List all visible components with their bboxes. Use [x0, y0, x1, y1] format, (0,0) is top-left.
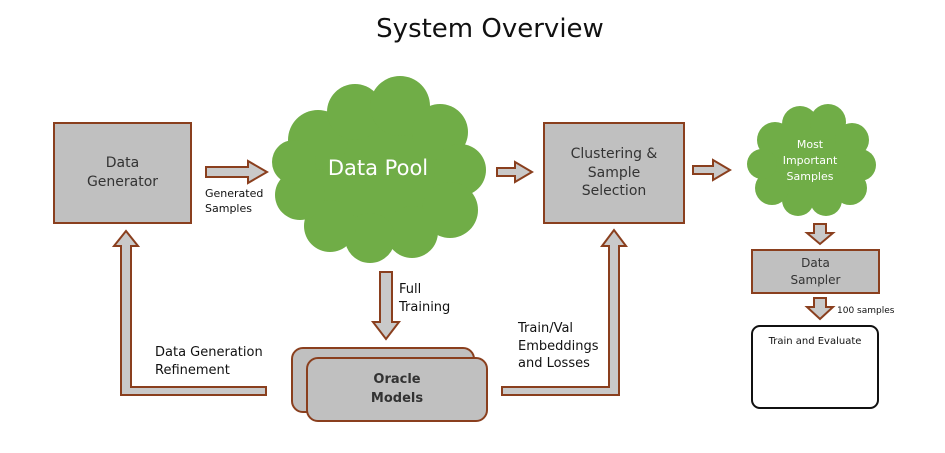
arrow-pool-to-oracle [370, 271, 402, 341]
train-evaluate-label: Train and Evaluate [768, 336, 862, 347]
train-evaluate-box: Train and Evaluate [751, 325, 879, 409]
page-title: System Overview [376, 14, 604, 44]
data-pool-cloud [272, 76, 486, 263]
most-important-cloud [747, 104, 876, 216]
data-sampler-box: Data Sampler [751, 249, 880, 294]
hundred-samples-label: 100 samples [837, 306, 895, 316]
clustering-label: Clustering & Sample Selection [570, 145, 658, 200]
data-generation-refinement-label: Data Generation Refinement [155, 345, 263, 378]
generated-samples-label: Generated Samples [205, 187, 264, 215]
train-val-label: Train/Val Embeddings and Losses [518, 321, 599, 372]
arrow-generator-to-pool [205, 159, 269, 185]
data-generator-label: Data Generator [86, 155, 159, 190]
full-training-label: Full Training [399, 282, 451, 315]
most-important-label: Most Important Samples [782, 138, 838, 183]
data-pool-label: Data Pool [327, 156, 429, 180]
data-sampler-label: Data Sampler [790, 256, 841, 287]
arrow-oracle-to-generator [111, 229, 267, 396]
oracle-models-label: Oracle Models [370, 371, 424, 406]
clustering-box: Clustering & Sample Selection [543, 122, 685, 224]
arrow-important-to-sampler [804, 223, 836, 246]
data-generator-box: Data Generator [53, 122, 192, 224]
arrow-pool-to-clustering [496, 160, 534, 184]
arrow-clustering-to-important [692, 158, 732, 182]
oracle-models-box: Oracle Models [306, 357, 488, 422]
arrow-oracle-to-clustering [501, 228, 628, 396]
arrow-sampler-to-train [804, 297, 836, 321]
